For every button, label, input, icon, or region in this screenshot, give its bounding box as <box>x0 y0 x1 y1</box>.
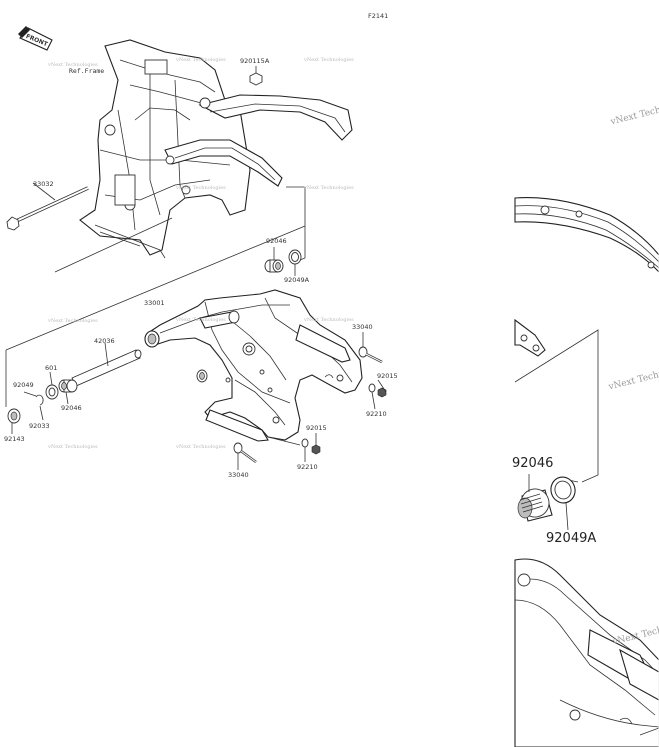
collar-92143 <box>7 408 21 434</box>
bearing-92046-top <box>264 247 284 273</box>
nut-92015-bottom <box>311 433 321 455</box>
zoom-label-92049A: 92049A <box>546 531 597 546</box>
seal-92049A-top <box>288 249 302 276</box>
part-label-601: 601 <box>45 364 58 372</box>
watermark-text: vNext Technologies <box>48 62 98 68</box>
part-label-42036: 42036 <box>94 337 115 345</box>
sleeve-42036 <box>71 342 142 387</box>
part-label-92143: 92143 <box>4 435 25 443</box>
circlip-92033 <box>39 405 44 421</box>
seal-92049 <box>23 391 44 406</box>
part-label-92049A-top: 92049A <box>284 276 310 284</box>
part-label-92046-left: 92046 <box>61 404 82 412</box>
watermark-text: vNext Technologies <box>176 57 226 63</box>
figure-code: F2141 <box>368 12 389 20</box>
washer-92210-right <box>368 383 376 410</box>
ref-frame-label: Ref.Frame <box>69 67 105 75</box>
nut-92015-right <box>377 379 387 398</box>
part-label-92033: 92033 <box>29 422 50 430</box>
watermark-text: vNext Technologies <box>176 185 226 191</box>
adjuster-33040-bottom <box>233 442 257 470</box>
frame-drawing <box>79 39 353 259</box>
part-label-33040-bottom: 33040 <box>228 471 249 479</box>
zoom-detail-drawing <box>514 197 659 747</box>
seal-601 <box>45 371 59 400</box>
part-label-92015-right: 92015 <box>377 372 398 380</box>
part-label-92046-top: 92046 <box>266 237 287 245</box>
zoom-label-92046: 92046 <box>512 456 554 471</box>
watermark-text: vNext Technologies <box>304 57 354 63</box>
washer-92210-bottom <box>301 438 309 462</box>
watermark-text: vNext Technologies <box>304 185 354 191</box>
bearing-92046-left <box>58 379 78 405</box>
part-label-92015-bottom: 92015 <box>306 424 327 432</box>
part-label-92210-bottom: 92210 <box>297 463 318 471</box>
part-label-92210-right: 92210 <box>366 410 387 418</box>
part-label-33032: 33032 <box>33 180 54 188</box>
adjuster-33040-right <box>358 332 383 364</box>
watermark-text: vNext Technologies <box>48 318 98 324</box>
part-label-920115A: 920115A <box>240 57 270 65</box>
pivot-bolt-33032 <box>6 182 89 231</box>
watermark-text: vNext Technologies <box>176 444 226 450</box>
part-label-92049: 92049 <box>13 381 34 389</box>
front-arrow-icon <box>18 26 53 51</box>
watermark-text: vNext Technologies <box>48 444 98 450</box>
watermark-text: vNext Technologies <box>304 317 354 323</box>
part-label-33001: 33001 <box>144 299 165 307</box>
swingarm-drawing <box>144 289 363 442</box>
part-label-33040-right: 33040 <box>352 323 373 331</box>
nut-920115A <box>249 66 263 86</box>
watermark-text: vNext Technologies <box>176 317 226 323</box>
